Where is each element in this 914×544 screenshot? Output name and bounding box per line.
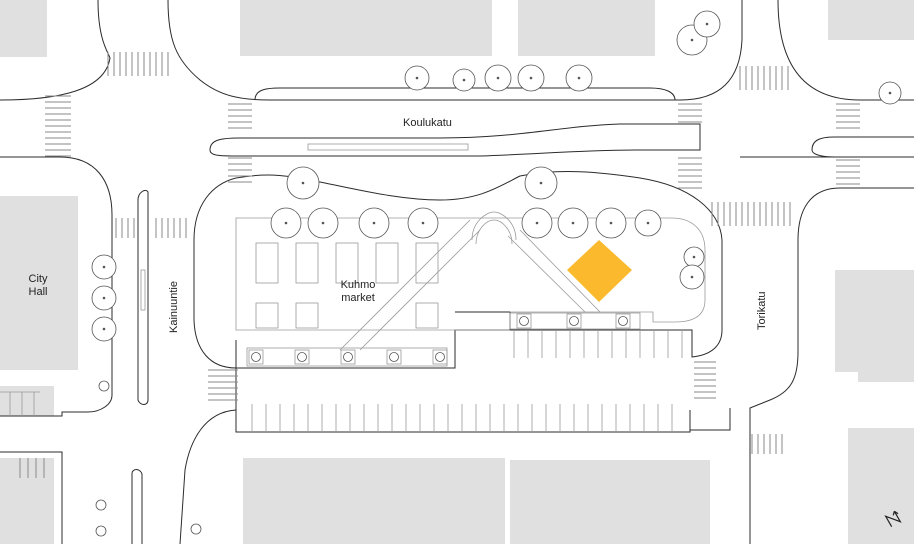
tree-icon [407, 207, 439, 239]
building-bottom-center [243, 458, 505, 544]
tree-icon [452, 68, 476, 92]
tree-icon [524, 166, 558, 200]
north-arrow-icon [884, 510, 902, 527]
label-city-hall-line2: Hall [29, 286, 48, 298]
tree-icon [270, 207, 302, 239]
tree-icon [404, 65, 430, 91]
tree-icon [683, 246, 705, 268]
label-kainuuntie: Kainuuntie [168, 281, 180, 333]
label-koulukatu: Koulukatu [403, 117, 452, 129]
tree-icon [595, 207, 627, 239]
label-market-line2: market [341, 292, 375, 304]
building-top-left [0, 0, 47, 57]
building-right [835, 270, 914, 382]
tree-pits [95, 312, 641, 537]
crosswalks [19, 52, 860, 478]
kainuuntie-median [131, 189, 149, 544]
building-left-mid [0, 386, 54, 416]
building-bottom-far-right [848, 428, 914, 544]
label-torikatu: Torikatu [756, 291, 768, 330]
market-stall-grid [255, 242, 439, 329]
tree-icon [634, 209, 662, 237]
koulukatu-median [209, 87, 914, 158]
market-block [193, 171, 723, 433]
tree-icon [307, 207, 339, 239]
tree-icon [521, 207, 553, 239]
building-top-right [518, 0, 655, 56]
tree-icon [679, 264, 705, 290]
tree-icon [878, 81, 902, 105]
building-top-far-right [828, 0, 914, 40]
tree-icon [91, 316, 117, 342]
building-top-center [240, 0, 492, 56]
tree-icon [484, 64, 512, 92]
tree-icon [91, 254, 117, 280]
label-city-hall-line1: City [29, 273, 48, 285]
building-bottom-right [510, 460, 710, 544]
tree-icon [517, 64, 545, 92]
highlight-marker [567, 240, 632, 302]
tree-icon [358, 207, 390, 239]
tree-icon [693, 10, 721, 38]
tree-icon [286, 166, 320, 200]
building-city-hall [0, 196, 78, 370]
building-bottom-left [0, 458, 54, 544]
parking-stalls [0, 330, 683, 432]
tree-icon [565, 64, 593, 92]
trees [91, 10, 902, 342]
label-market-line1: Kuhmo [341, 279, 376, 291]
tree-icon [557, 207, 589, 239]
tree-icon [91, 285, 117, 311]
